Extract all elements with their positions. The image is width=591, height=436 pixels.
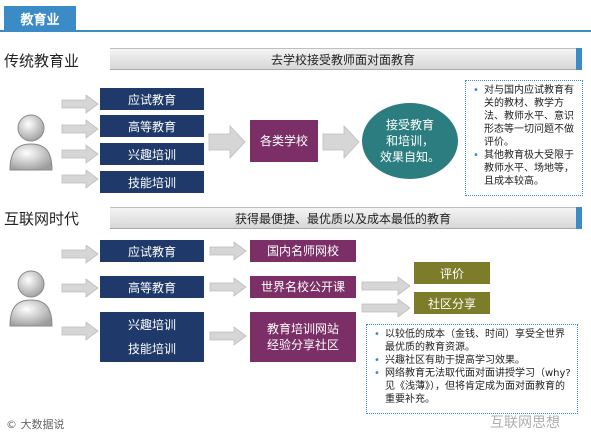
traditional-category-2: 高等教育	[100, 115, 204, 137]
user-icon	[9, 270, 53, 327]
footer-credit: © 大数据说	[6, 418, 65, 431]
internet-bar-edge	[576, 207, 582, 229]
user-to-internet-categories-arrows	[61, 245, 99, 341]
traditional-notes: 对与国内应试教育有关的教材、教学方法、教师水平、意识形态等一切问题不做评价。 其…	[465, 80, 583, 196]
internet-bar: 获得最便捷、最优质以及成本最低的教育	[110, 207, 576, 229]
online-teacher-school: 国内名师网校	[250, 240, 356, 262]
traditional-category-1: 应试教育	[100, 88, 204, 110]
internet-category-1: 应试教育	[100, 240, 204, 262]
outcome-community-share: 社区分享	[414, 292, 490, 314]
user-icon	[9, 114, 53, 171]
internet-category-4: 技能培训	[127, 342, 176, 356]
internet-note-1: 以较低的成本（金钱、时间）享受全世界最优质的教育资源。	[374, 328, 573, 354]
internet-notes: 以较低的成本（金钱、时间）享受全世界最优质的教育资源。 兴趣社区有助于提高学习效…	[366, 324, 578, 414]
traditional-category-3: 兴趣培训	[100, 143, 204, 165]
school-box: 各类学校	[250, 120, 318, 162]
training-community: 教育培训网站 经验分享社区	[250, 312, 356, 362]
internet-category-3: 兴趣培训	[127, 318, 176, 332]
user-to-categories-arrows	[61, 95, 99, 189]
traditional-category-4: 技能培训	[100, 171, 204, 193]
to-school-arrow	[208, 124, 246, 160]
traditional-note-2: 其他教育极大受限于教师水平、场地等，且成本较高。	[473, 149, 578, 188]
internet-category-2: 高等教育	[100, 276, 204, 298]
watermark: 互联网思想	[490, 415, 560, 431]
header-rule	[0, 30, 591, 32]
section-tag: 教育业	[4, 6, 76, 30]
traditional-note-1: 对与国内应试教育有关的教材、教学方法、教师水平、意识形态等一切问题不做评价。	[473, 84, 578, 149]
result-oval: 接受教育 和培训， 效果自知。	[362, 103, 458, 179]
internet-title: 互联网时代	[4, 210, 80, 228]
traditional-bar-edge	[576, 48, 582, 70]
internet-note-2: 兴趣社区有助于提高学习效果。	[374, 354, 573, 367]
to-result-arrow	[322, 124, 360, 160]
internet-category-3-4: 兴趣培训 技能培训	[100, 312, 204, 362]
open-courses: 世界名校公开课	[250, 276, 356, 298]
traditional-title: 传统教育业	[4, 52, 80, 70]
outcome-evaluation: 评价	[414, 262, 490, 284]
outcome-arrows	[361, 276, 411, 318]
internet-arrows	[209, 241, 247, 346]
traditional-bar: 去学校接受教师面对面教育	[110, 48, 576, 70]
internet-note-3: 网络教育无法取代面对面讲授学习（why? 见《浅薄》），但将肯定成为面对面教育的…	[374, 367, 573, 406]
